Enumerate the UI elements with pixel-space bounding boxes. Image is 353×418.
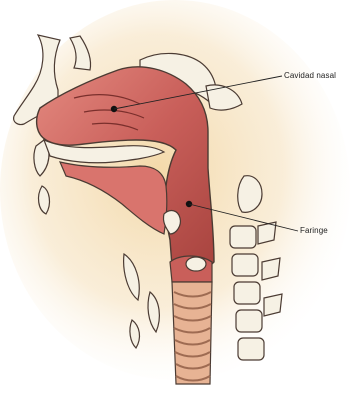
nasal-cavity-label: Cavidad nasal [284, 71, 336, 80]
pharynx-label: Faringe [300, 226, 328, 235]
trachea [172, 282, 212, 384]
